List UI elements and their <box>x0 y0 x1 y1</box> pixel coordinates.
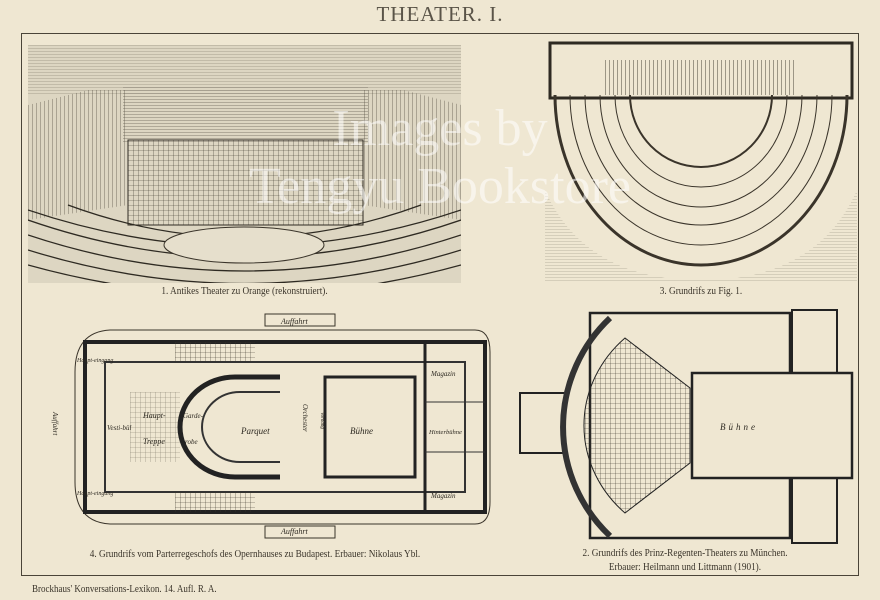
label-robe: robe <box>185 438 198 446</box>
fig4-budapest-opera-plan: Auffahrt Auffahrt Auffahrt Haupt-eingang… <box>51 313 491 539</box>
label-parquet: Parquet <box>240 426 270 436</box>
label-hinterbuehne: Hinterbühne <box>428 429 462 436</box>
label-vestibuel: Vesti-bül <box>107 424 132 432</box>
label-buehne: Bühne <box>350 426 373 436</box>
label-treppe: Treppe <box>143 437 165 446</box>
page-title: THEATER. I. <box>376 2 504 26</box>
fig2-prinz-regenten-plan: Bühne <box>519 309 854 544</box>
label-buehne-munich: Bühne <box>720 422 758 432</box>
label-auffahrt-left: Auffahrt <box>51 411 59 436</box>
label-orchester: Orchester <box>301 404 309 432</box>
fig4-caption: 4. Grundrifs vom Parterregeschofs des Op… <box>89 549 421 560</box>
footer-source: Brockhaus' Konversations-Lexikon. 14. Au… <box>32 584 217 595</box>
fig2-caption-line2: Erbauer: Heilmann und Littmann (1901). <box>608 562 762 573</box>
fig1-caption: 1. Antikes Theater zu Orange (rekonstrui… <box>161 286 328 297</box>
label-magazin-top: Magazin <box>430 370 456 378</box>
label-haupteingang-bottom: Haupt-eingang <box>76 491 113 497</box>
plate-frame <box>21 33 859 576</box>
fig3-caption: 3. Grundrifs zu Fig. 1. <box>659 286 743 297</box>
label-auffahrt-bottom: Auffahrt <box>280 527 308 536</box>
label-vorhang: Vorhang <box>319 412 324 429</box>
label-magazin-bottom: Magazin <box>430 492 456 500</box>
fig1-theater-orange-illustration <box>28 45 461 283</box>
label-garde: Garde- <box>183 412 204 420</box>
label-haupt: Haupt- <box>142 411 166 420</box>
label-haupteingang-top: Haupt-eingang <box>76 358 113 364</box>
fig3-ground-plan <box>545 41 857 282</box>
label-auffahrt-top: Auffahrt <box>280 317 308 326</box>
fig2-caption-line1: 2. Grundrifs des Prinz-Regenten-Theaters… <box>582 548 788 559</box>
